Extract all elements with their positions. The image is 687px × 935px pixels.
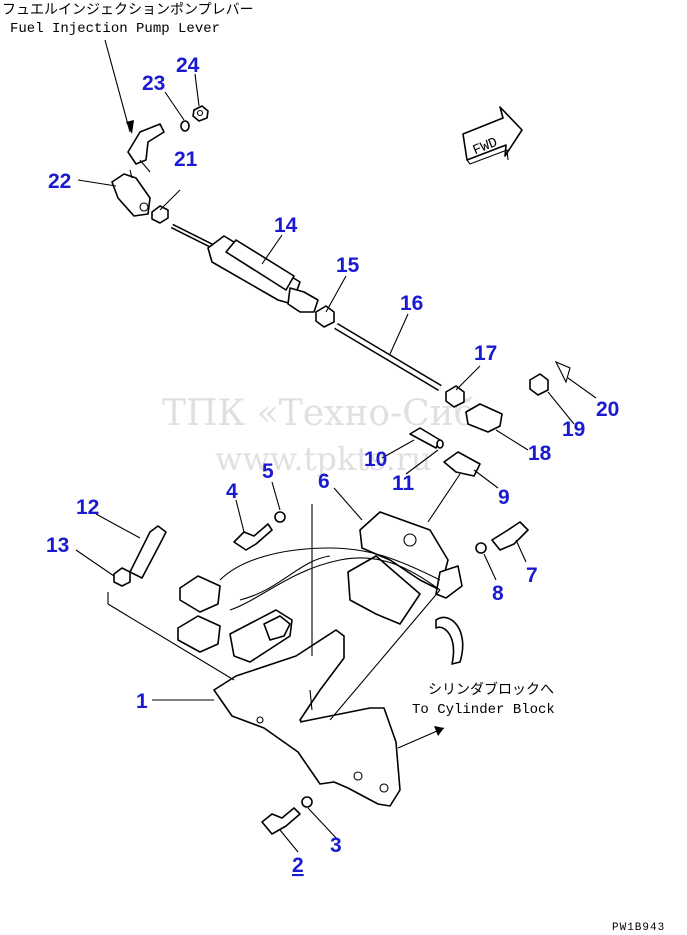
- bolt-12: [129, 525, 167, 579]
- drawing-code: PW1B943: [612, 922, 665, 934]
- title-japanese: フュエルインジェクションポンプレバー: [2, 2, 254, 19]
- cylinder-label-japanese: シリンダブロックへ: [428, 681, 554, 699]
- watermark-main: ТПК «Техно-Сиб»: [162, 393, 497, 434]
- nut-19: [529, 373, 549, 396]
- callout-15: 15: [336, 254, 360, 277]
- nut-24: [192, 105, 209, 122]
- washer-8: [475, 542, 487, 554]
- callout-6: 6: [318, 470, 330, 493]
- washer-3: [301, 796, 313, 808]
- nut-21: [151, 205, 169, 224]
- bolt-2: [261, 807, 301, 835]
- nut-13: [113, 567, 131, 587]
- callout-18: 18: [528, 442, 552, 465]
- callout-22: 22: [48, 170, 71, 193]
- cylinder-label-english: To Cylinder Block: [412, 702, 555, 718]
- cotter-pin-20: [554, 360, 571, 384]
- callout-9: 9: [498, 486, 510, 509]
- pump-lever: [127, 123, 165, 173]
- callout-12: 12: [76, 496, 99, 519]
- leader-arrowhead: [126, 120, 134, 134]
- callout-7: 7: [526, 564, 538, 587]
- callout-14: 14: [274, 214, 298, 237]
- callout-21: 21: [174, 148, 198, 171]
- fwd-arrow-icon: FWD: [462, 106, 523, 165]
- bolt-4: [233, 523, 273, 551]
- connector-upper: [179, 575, 221, 613]
- callout-13: 13: [46, 534, 69, 557]
- callout-17: 17: [474, 342, 497, 365]
- callout-10: 10: [364, 448, 387, 471]
- callout-5: 5: [262, 460, 274, 483]
- callout-23: 23: [142, 72, 165, 95]
- cable-strap: [435, 616, 464, 665]
- callout-16: 16: [400, 292, 423, 315]
- callout-19: 19: [562, 418, 585, 441]
- bolt-7: [491, 521, 529, 551]
- clevis-18: [465, 403, 503, 433]
- washer-23: [180, 120, 190, 132]
- callout-11: 11: [392, 472, 415, 495]
- nut-15: [315, 305, 335, 328]
- wire-harness: [219, 547, 441, 581]
- rod-14: [170, 223, 319, 313]
- callout-8: 8: [492, 582, 504, 605]
- ball-joint-22: [111, 169, 151, 217]
- actuator-motor-6: [347, 511, 463, 625]
- bracket-9: [443, 451, 481, 477]
- main-bracket-1: [213, 504, 401, 807]
- watermark-url: www.tpkts.ru: [215, 440, 432, 478]
- callout-24: 24: [176, 54, 200, 77]
- washer-11: [436, 439, 444, 449]
- callout-3: 3: [330, 834, 342, 857]
- callout-2: 2: [292, 854, 304, 877]
- callout-4: 4: [226, 480, 238, 503]
- title-english: Fuel Injection Pump Lever: [10, 21, 220, 37]
- callout-20: 20: [596, 398, 619, 421]
- washer-5: [274, 511, 286, 523]
- title-leader-line: [104, 39, 131, 133]
- leader-lines: [75, 73, 597, 853]
- nut-17: [445, 385, 465, 408]
- rod-16: [334, 322, 442, 392]
- callout-1: 1: [136, 690, 148, 713]
- connector-lower: [177, 615, 221, 653]
